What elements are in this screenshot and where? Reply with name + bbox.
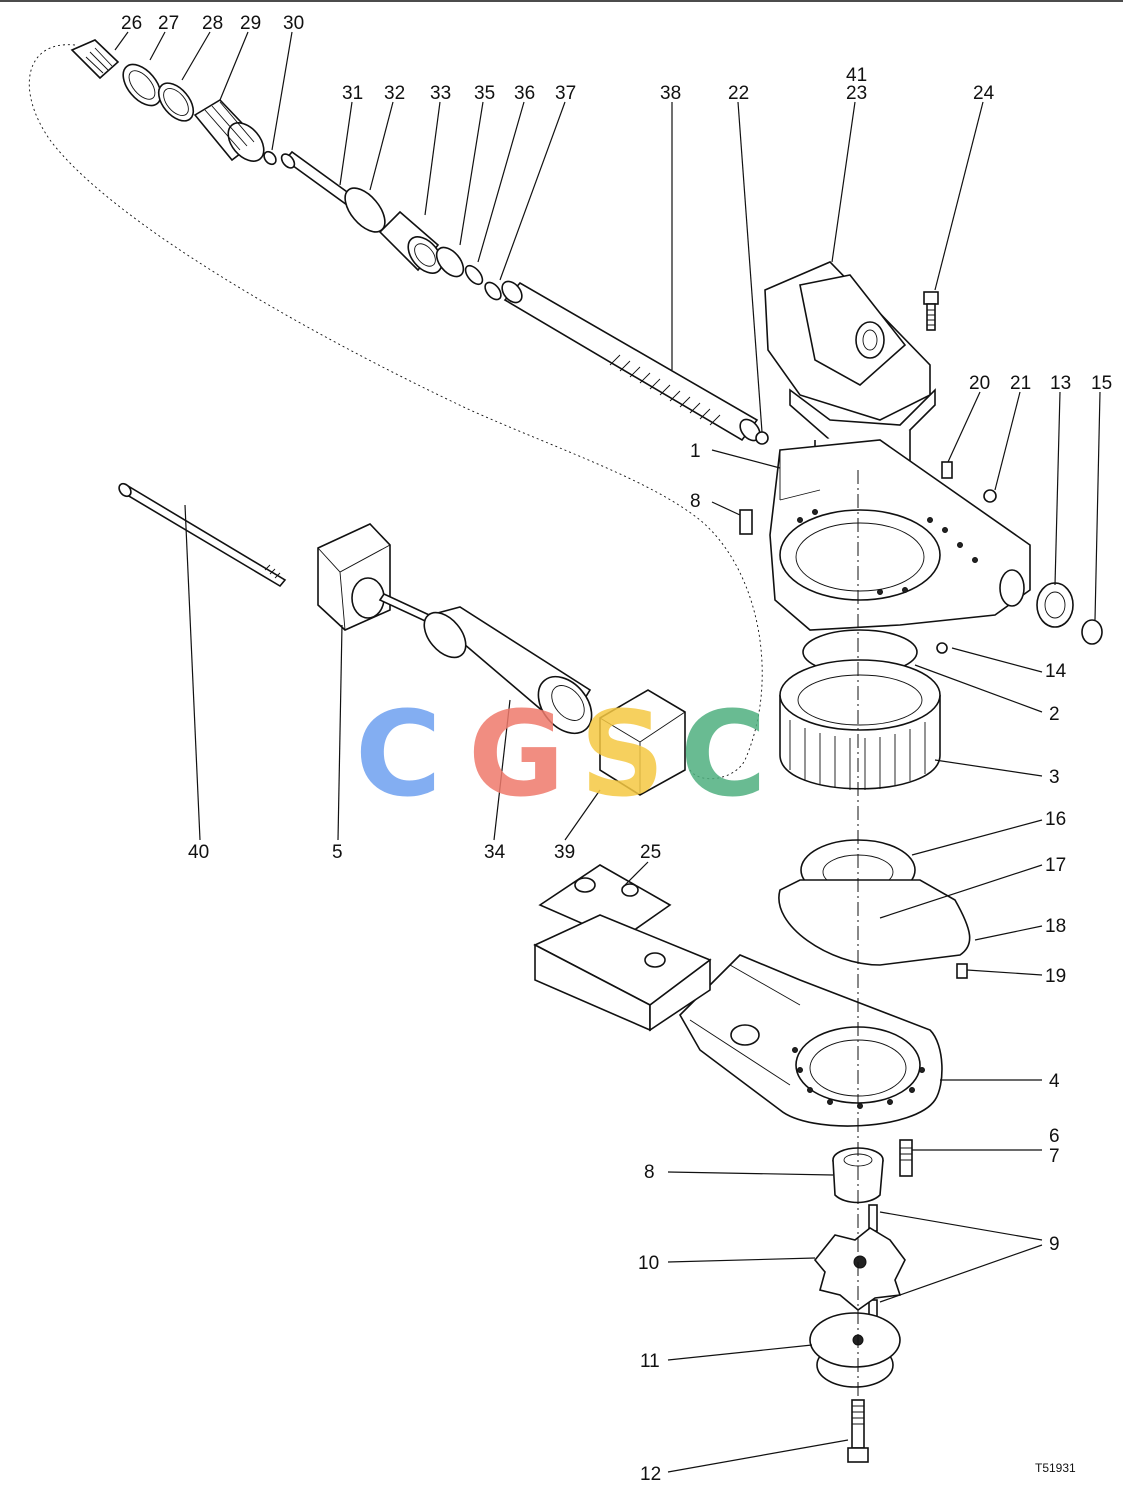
part-38-rack	[501, 280, 761, 442]
callout-13: 13	[1050, 373, 1071, 394]
callout-29: 29	[240, 13, 261, 34]
part-37-ring	[484, 281, 502, 301]
callout-12: 12	[640, 1464, 661, 1485]
callout-22: 22	[728, 83, 749, 104]
watermark-letter-4: C	[680, 685, 767, 823]
part-22-plug	[755, 431, 769, 445]
part-29-nut	[193, 98, 265, 162]
callout-23: 23	[846, 83, 867, 104]
callout-15: 15	[1091, 373, 1112, 394]
part-24-bolt	[923, 291, 939, 331]
callouts: 26 27 28 29 30 31 32 33 35 36 37 38 22 4…	[121, 13, 1112, 1485]
part-7-bolt	[899, 1139, 913, 1177]
callout-6: 6	[1049, 1126, 1060, 1147]
part-1-housing	[769, 439, 1031, 631]
part-14-plug	[936, 642, 948, 654]
callout-30: 30	[283, 13, 304, 34]
part-21-plug	[983, 489, 997, 503]
leader-lines	[114, 31, 1101, 1473]
part-13-fitting	[1036, 582, 1074, 628]
part-28-ring	[157, 82, 195, 122]
part-20-screw	[941, 461, 953, 479]
callout-32: 32	[384, 83, 405, 104]
watermark-letter-1: C	[355, 685, 442, 823]
callout-35: 35	[474, 83, 495, 104]
part-40-rod	[118, 482, 287, 588]
part-36-ring	[464, 264, 484, 286]
callout-17: 17	[1045, 855, 1066, 876]
callout-11: 11	[640, 1351, 660, 1372]
callout-34: 34	[484, 842, 506, 863]
callout-3: 3	[1049, 767, 1060, 788]
part-25-pad	[533, 864, 712, 1032]
part-33-piston	[378, 210, 443, 274]
callout-18: 18	[1045, 916, 1066, 937]
callout-20: 20	[969, 373, 990, 394]
part-5-block	[317, 523, 391, 631]
part-12-bolt	[847, 1399, 869, 1463]
callout-26: 26	[121, 13, 142, 34]
callout-33: 33	[430, 83, 451, 104]
part-8-pin-upper	[739, 509, 753, 535]
watermark-letter-2: G	[468, 685, 565, 823]
callout-24: 24	[973, 83, 995, 104]
callout-8-lower: 8	[644, 1162, 655, 1183]
callout-5: 5	[332, 842, 343, 863]
part-19-screw	[956, 963, 968, 979]
callout-16: 16	[1045, 809, 1066, 830]
figure-code: T51931	[1035, 1461, 1076, 1475]
hose-dotted-path	[28, 44, 763, 780]
callout-38: 38	[660, 83, 681, 104]
watermark: C G S C	[355, 685, 767, 823]
callout-9: 9	[1049, 1234, 1060, 1255]
part-3-ring-gear	[779, 659, 941, 790]
callout-8-upper: 8	[690, 491, 701, 512]
part-18-plate	[778, 879, 971, 966]
callout-27: 27	[158, 13, 179, 34]
part-27-ring	[122, 63, 162, 107]
callout-2: 2	[1049, 704, 1060, 725]
part-4-arm	[679, 954, 943, 1127]
callout-31: 31	[342, 83, 363, 104]
watermark-letter-3: S	[580, 685, 665, 823]
part-39-block	[599, 689, 686, 796]
callout-28: 28	[202, 13, 223, 34]
callout-1: 1	[690, 441, 701, 462]
part-11-disc	[809, 1312, 901, 1388]
part-15-fitting	[1081, 619, 1103, 645]
part-34-cylinder	[378, 592, 593, 735]
callout-19: 19	[1045, 966, 1066, 987]
callout-21: 21	[1010, 373, 1031, 394]
callout-4: 4	[1049, 1071, 1060, 1092]
callout-41: 41	[846, 65, 867, 86]
callout-25: 25	[640, 842, 661, 863]
callout-36: 36	[514, 83, 535, 104]
part-30-oring	[263, 150, 277, 166]
callout-37: 37	[555, 83, 576, 104]
callout-10: 10	[638, 1253, 659, 1274]
callout-14: 14	[1045, 661, 1067, 682]
callout-7: 7	[1049, 1146, 1060, 1167]
callout-39: 39	[554, 842, 575, 863]
callout-40: 40	[188, 842, 209, 863]
part-35-ring	[435, 246, 465, 278]
part-26-fitting	[70, 39, 120, 80]
